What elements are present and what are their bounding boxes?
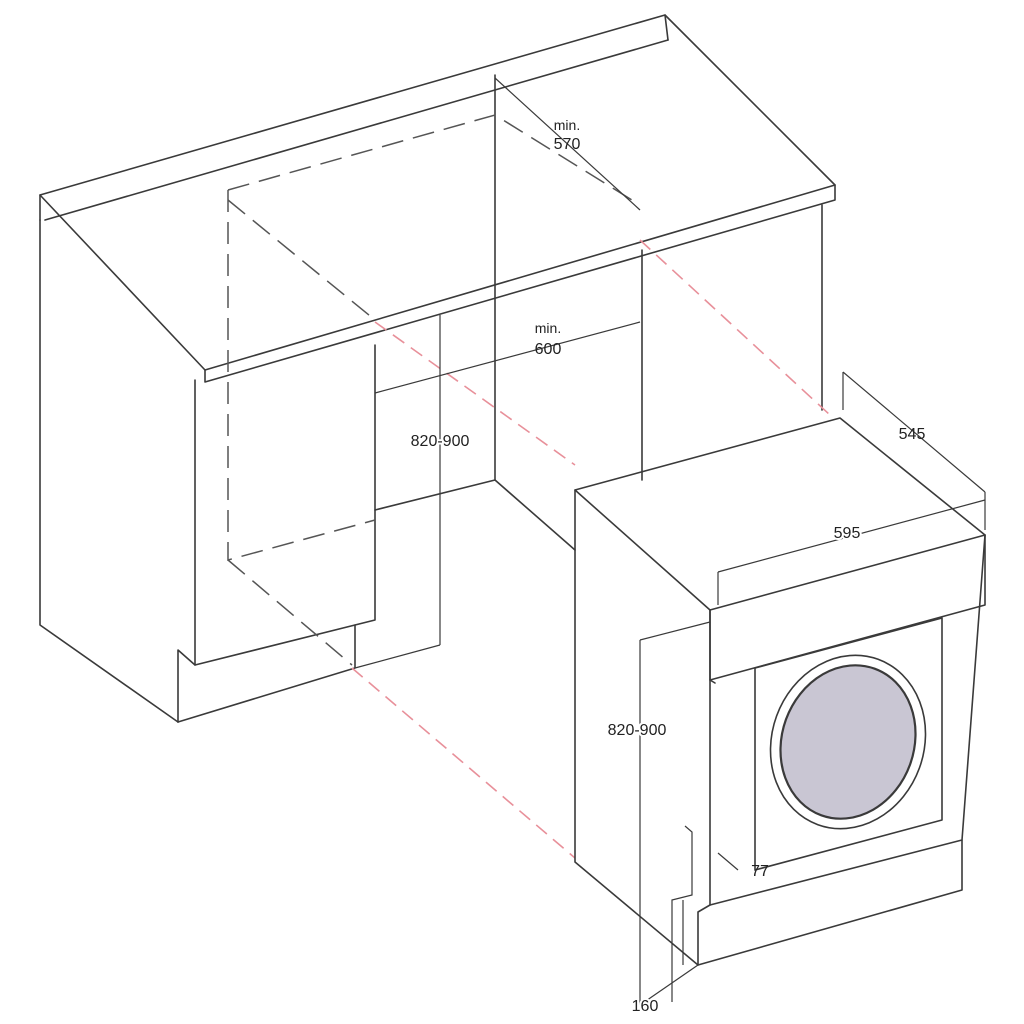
plinth-inset-leader xyxy=(717,852,739,871)
guide-line-right xyxy=(639,239,831,416)
plinth-height-label: 160 xyxy=(632,998,659,1015)
height-dim-base xyxy=(354,644,441,669)
cabinet-door-base-left xyxy=(177,649,196,723)
niche-width-label: 600 xyxy=(535,341,562,358)
hidden-top-diagonal xyxy=(227,199,376,321)
door-frame xyxy=(754,617,943,871)
hidden-top-back xyxy=(227,114,641,206)
height-ext-top xyxy=(639,621,711,641)
guide-line-top xyxy=(374,321,576,466)
niche-depth-min-label: min. xyxy=(554,117,580,133)
guide-lines xyxy=(351,239,831,859)
hidden-outline xyxy=(227,114,641,666)
guide-line-bottom xyxy=(351,667,576,859)
machine-depth-label: 545 xyxy=(899,426,926,443)
washing-machine xyxy=(574,417,986,966)
cabinet xyxy=(39,74,823,723)
plinth-height-line xyxy=(671,825,693,1002)
machine-top xyxy=(574,417,986,611)
height-ext-bottom xyxy=(639,964,699,1006)
machine-front xyxy=(709,534,986,906)
niche-width-min-label: min. xyxy=(535,320,561,336)
countertop-front-edge xyxy=(204,184,836,383)
countertop xyxy=(39,14,836,383)
niche-floor-back xyxy=(374,479,576,551)
machine-dimensions xyxy=(639,371,986,1006)
niche-dimensions xyxy=(354,77,641,669)
depth-dim-line xyxy=(494,77,641,211)
hidden-bottom-diagonal xyxy=(227,559,353,666)
niche-height-label: 820-900 xyxy=(411,433,470,450)
countertop-top xyxy=(39,14,836,371)
cabinet-door xyxy=(194,344,376,666)
door-ring xyxy=(769,654,927,830)
control-panel-edge xyxy=(709,679,716,684)
control-panel xyxy=(709,534,986,681)
cabinet-left-side xyxy=(39,219,179,723)
countertop-upstand xyxy=(44,39,669,221)
countertop-back-edge xyxy=(39,14,669,221)
niche-depth-label: 570 xyxy=(554,136,581,153)
machine-width-label: 595 xyxy=(834,525,861,542)
width-dim-line-machine xyxy=(717,499,986,573)
width-dim-line xyxy=(374,321,641,394)
hidden-left-edge xyxy=(227,190,376,561)
machine-plinth xyxy=(697,839,963,966)
plinth-inset-label: 77 xyxy=(751,863,769,880)
machine-side xyxy=(574,489,699,966)
cabinet-plinth xyxy=(177,624,356,723)
depth-dim-line-machine xyxy=(842,371,986,493)
door-window xyxy=(779,664,917,820)
machine-height-label: 820-900 xyxy=(608,722,667,739)
